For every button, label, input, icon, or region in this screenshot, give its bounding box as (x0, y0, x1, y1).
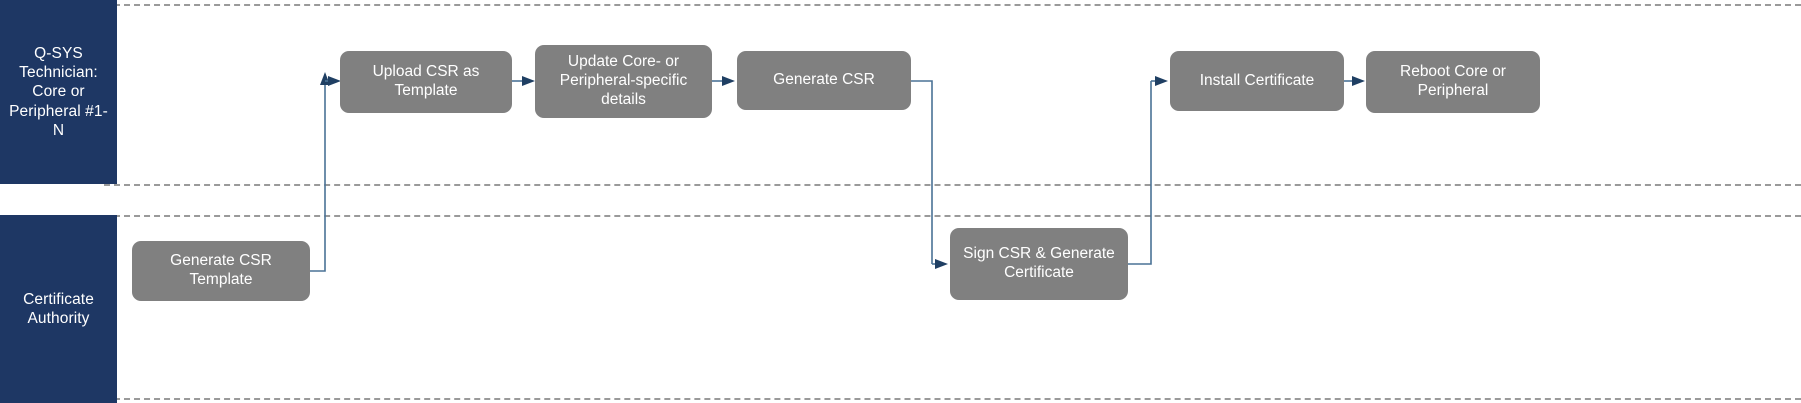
lane-separator-technician (104, 184, 1801, 186)
lane-header-technician-label: Q-SYS Technician: Core or Peripheral #1-… (9, 44, 108, 139)
edge-template-to-upload (310, 81, 326, 272)
node-install-certificate-label: Install Certificate (1199, 71, 1315, 89)
node-generate-csr-template[interactable]: Generate CSR Template (132, 241, 310, 301)
node-reboot-label: Reboot Core or Peripheral (1400, 63, 1506, 99)
lane-separator-top (104, 4, 1801, 6)
node-update-details-label: Update Core- or Peripheral-specific deta… (559, 53, 688, 108)
node-sign-csr-label: Sign CSR & Generate Certificate (963, 245, 1115, 281)
arrowhead-sign-csr (935, 259, 948, 269)
lane-separator-ca (104, 215, 1801, 217)
node-install-certificate[interactable]: Install Certificate (1170, 51, 1344, 111)
node-upload-csr-as-template[interactable]: Upload CSR as Template (340, 51, 512, 113)
node-reboot[interactable]: Reboot Core or Peripheral (1366, 51, 1540, 113)
arrowhead-generate-csr (722, 76, 735, 86)
node-generate-csr-label: Generate CSR (773, 71, 875, 89)
arrowhead-upload-csr (320, 72, 330, 85)
node-sign-csr[interactable]: Sign CSR & Generate Certificate (950, 228, 1128, 300)
edge-generate-to-sign (911, 80, 933, 264)
lane-header-certificate-authority-label: Certificate Authority (23, 290, 94, 327)
node-generate-csr[interactable]: Generate CSR (737, 51, 911, 110)
lane-header-technician: Q-SYS Technician: Core or Peripheral #1-… (0, 0, 117, 184)
node-generate-csr-template-label: Generate CSR Template (170, 252, 272, 288)
node-upload-csr-as-template-label: Upload CSR as Template (372, 63, 480, 99)
lane-separator-bottom (104, 398, 1801, 400)
arrowhead-reboot (1352, 76, 1365, 86)
arrowhead-install-certificate (1155, 76, 1168, 86)
arrowhead-update-details (522, 76, 535, 86)
edge-sign-to-install (1128, 81, 1152, 265)
node-update-details[interactable]: Update Core- or Peripheral-specific deta… (535, 45, 712, 118)
lane-header-certificate-authority: Certificate Authority (0, 215, 117, 403)
